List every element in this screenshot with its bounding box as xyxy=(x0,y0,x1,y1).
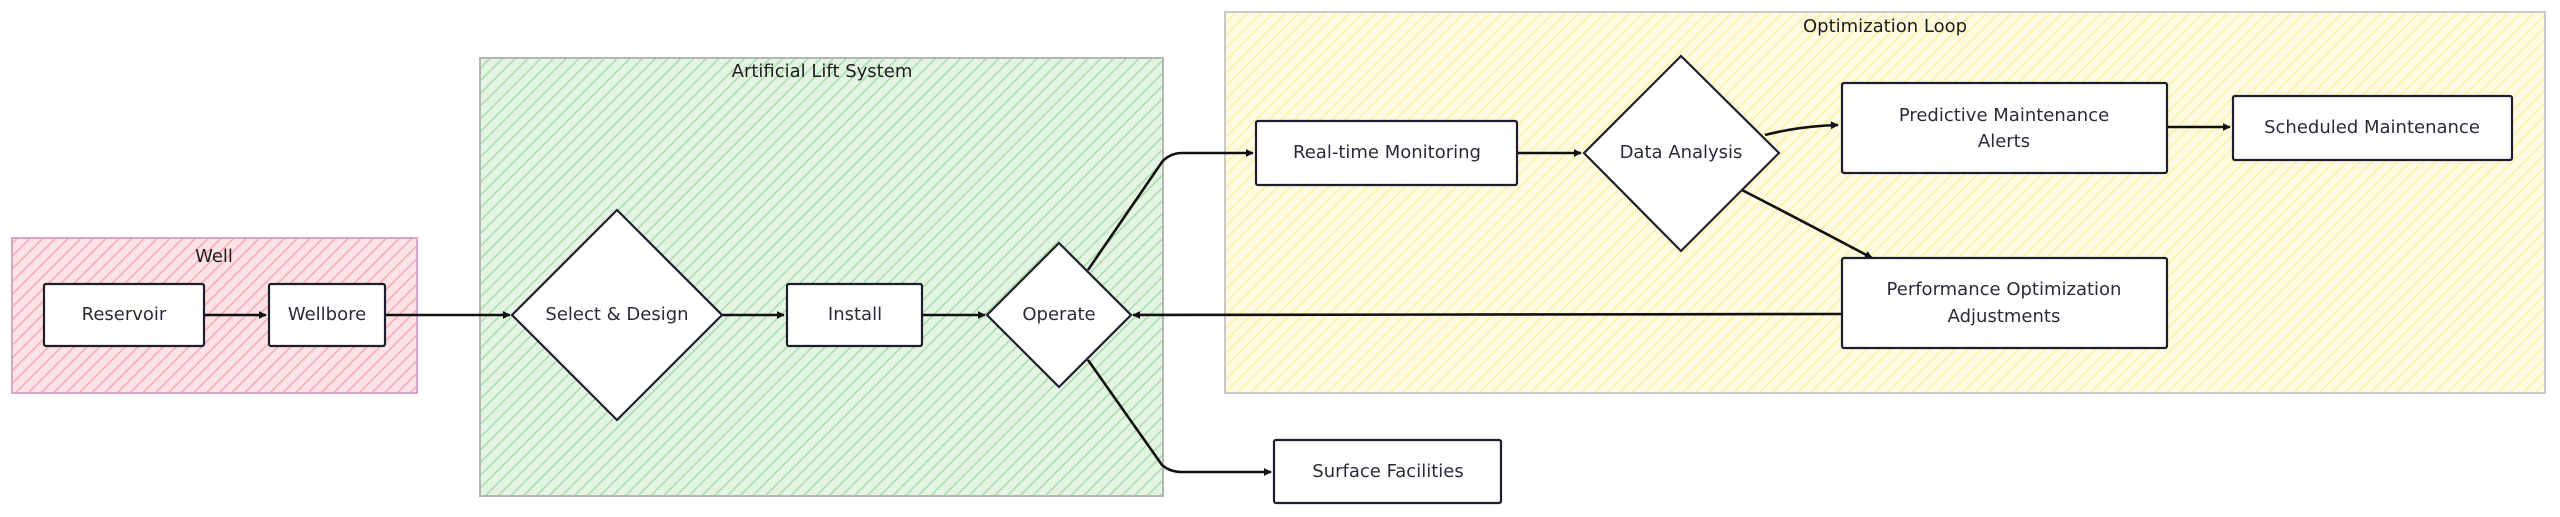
edge-performance-optimization-operate xyxy=(1132,310,1842,319)
node-reservoir[interactable]: Reservoir xyxy=(42,282,206,348)
node-operate[interactable]: Operate xyxy=(985,241,1133,389)
node-surface-facilities[interactable]: Surface Facilities xyxy=(1272,438,1503,505)
edge-data-analysis-predictive-maintenance xyxy=(1764,121,1839,137)
node-scheduled-maintenance-label: Scheduled Maintenance xyxy=(2264,117,2480,138)
node-reservoir-label: Reservoir xyxy=(82,304,167,325)
node-realtime-monitoring-label: Real-time Monitoring xyxy=(1293,142,1481,163)
group-optimization-label: Optimization Loop xyxy=(1803,16,1967,37)
edges xyxy=(204,121,2231,476)
node-predictive-maintenance-line2: Alerts xyxy=(1978,131,2030,152)
node-surface-facilities-label: Surface Facilities xyxy=(1312,461,1463,482)
node-performance-optimization-line2: Adjustments xyxy=(1948,306,2061,327)
node-select-design[interactable]: Select & Design xyxy=(510,208,724,422)
node-data-analysis[interactable]: Data Analysis xyxy=(1582,54,1781,253)
node-performance-optimization-line1: Performance Optimization xyxy=(1887,279,2122,300)
node-realtime-monitoring[interactable]: Real-time Monitoring xyxy=(1254,119,1519,187)
node-predictive-maintenance-alerts[interactable]: Predictive Maintenance Alerts xyxy=(1840,81,2169,175)
node-select-design-label: Select & Design xyxy=(545,304,688,325)
node-scheduled-maintenance[interactable]: Scheduled Maintenance xyxy=(2231,94,2514,162)
edge-data-analysis-performance-optimization xyxy=(1741,188,1873,260)
node-wellbore-label: Wellbore xyxy=(288,304,366,325)
group-artificial-lift-label: Artificial Lift System xyxy=(732,61,913,82)
node-data-analysis-label: Data Analysis xyxy=(1620,142,1743,163)
node-wellbore[interactable]: Wellbore xyxy=(267,282,387,348)
node-install[interactable]: Install xyxy=(785,282,924,348)
node-operate-label: Operate xyxy=(1022,304,1095,325)
node-install-label: Install xyxy=(828,304,882,325)
edge-operate-realtime-monitoring xyxy=(1086,149,1254,271)
node-predictive-maintenance-line1: Predictive Maintenance xyxy=(1899,105,2109,126)
group-well-label: Well xyxy=(195,246,233,267)
edge-operate-surface-facilities xyxy=(1086,359,1272,476)
node-performance-optimization-adjustments[interactable]: Performance Optimization Adjustments xyxy=(1840,256,2169,350)
